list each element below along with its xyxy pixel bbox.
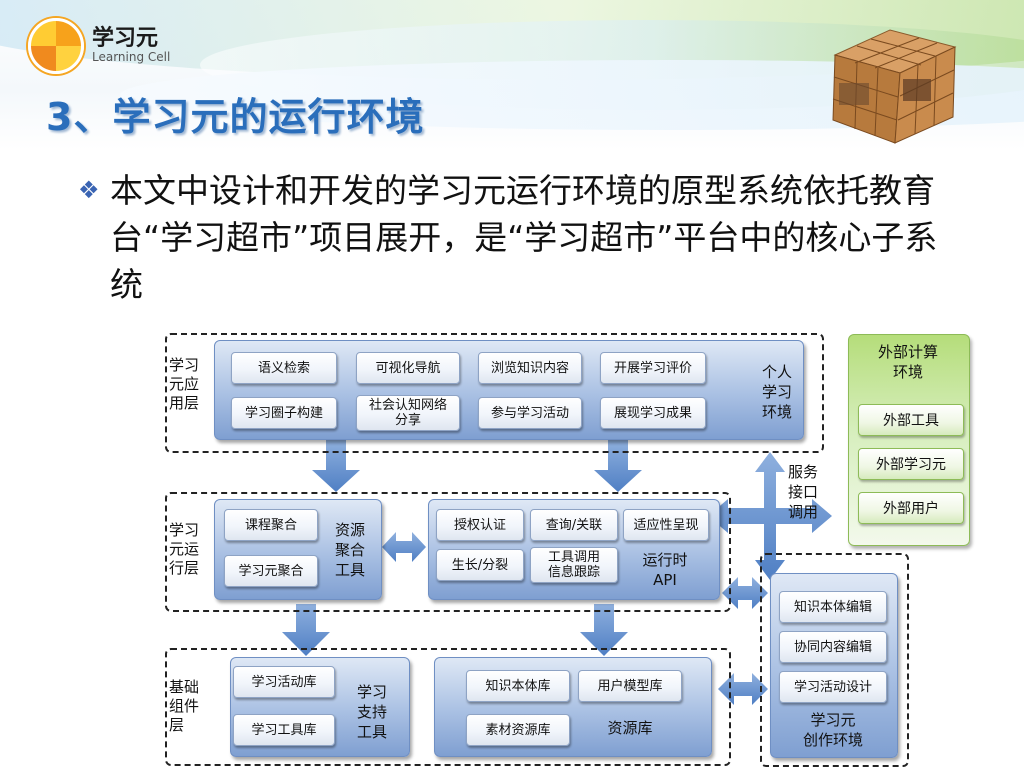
authoring-env-label: 学习元 创作环境: [802, 711, 863, 749]
external-tool-button[interactable]: 外部工具: [858, 404, 964, 436]
service-interface-label: 服务 接口 调用: [787, 463, 818, 521]
learning-circle-button[interactable]: 学习圈子构建: [231, 397, 337, 429]
learning-evaluation-button[interactable]: 开展学习评价: [600, 352, 706, 384]
slide-title: 3、学习元的运行环境: [46, 95, 425, 139]
resource-library-label: 资源库: [607, 719, 653, 737]
orange-logo-icon: [28, 18, 84, 74]
auth-button[interactable]: 授权认证: [436, 509, 524, 541]
cell-aggregation-button[interactable]: 学习元聚合: [224, 555, 318, 587]
support-tools-label: 学习 支持 工具: [356, 683, 387, 741]
activity-library-button[interactable]: 学习活动库: [233, 666, 335, 698]
show-results-button[interactable]: 展现学习成果: [600, 397, 706, 429]
photo-cube-icon: [832, 29, 957, 144]
collab-edit-button[interactable]: 协同内容编辑: [779, 631, 887, 663]
material-library-button[interactable]: 素材资源库: [466, 714, 570, 746]
semantic-search-button[interactable]: 语义检索: [231, 352, 337, 384]
logo-english-text: Learning Cell: [92, 50, 171, 64]
authoring-boundary: [760, 553, 909, 767]
social-network-share-button[interactable]: 社会认知网络 分享: [356, 395, 460, 431]
query-link-button[interactable]: 查询/关联: [530, 509, 618, 541]
personal-learning-env-label: 个人 学习 环境: [761, 363, 792, 421]
user-model-library-button[interactable]: 用户模型库: [578, 670, 682, 702]
course-aggregation-button[interactable]: 课程聚合: [224, 509, 318, 541]
adaptive-present-button[interactable]: 适应性呈现: [623, 509, 709, 541]
base-layer-boundary: [165, 648, 731, 766]
run-layer-boundary: [165, 492, 731, 612]
tool-library-button[interactable]: 学习工具库: [233, 714, 335, 746]
app-layer-boundary: [165, 333, 824, 453]
ontology-library-button[interactable]: 知识本体库: [466, 670, 570, 702]
run-layer-label: 学习 元运 行层: [169, 521, 200, 577]
tool-tracking-button[interactable]: 工具调用 信息跟踪: [530, 547, 618, 583]
grow-split-button[interactable]: 生长/分裂: [436, 549, 524, 581]
browse-knowledge-button[interactable]: 浏览知识内容: [478, 352, 582, 384]
diamond-bullet-icon: ❖: [78, 176, 100, 204]
logo-chinese-text: 学习元: [92, 26, 159, 51]
activity-design-button[interactable]: 学习活动设计: [779, 671, 887, 703]
runtime-api-label: 运行时 API: [642, 551, 688, 589]
external-user-button[interactable]: 外部用户: [858, 492, 964, 524]
visual-navigation-button[interactable]: 可视化导航: [356, 352, 460, 384]
base-layer-label: 基础 组件 层: [169, 678, 200, 734]
resource-aggregation-label: 资源 聚合 工具: [334, 521, 365, 579]
app-layer-label: 学习 元应 用层: [169, 356, 200, 412]
external-cell-button[interactable]: 外部学习元: [858, 448, 964, 480]
bullet-text: 本文中设计和开发的学习元运行环境的原型系统依托教育台“学习超市”项目展开，是“学…: [110, 171, 938, 304]
ontology-edit-button[interactable]: 知识本体编辑: [779, 591, 887, 623]
external-env-title: 外部计算 环境: [877, 343, 938, 381]
join-activity-button[interactable]: 参与学习活动: [478, 397, 582, 429]
